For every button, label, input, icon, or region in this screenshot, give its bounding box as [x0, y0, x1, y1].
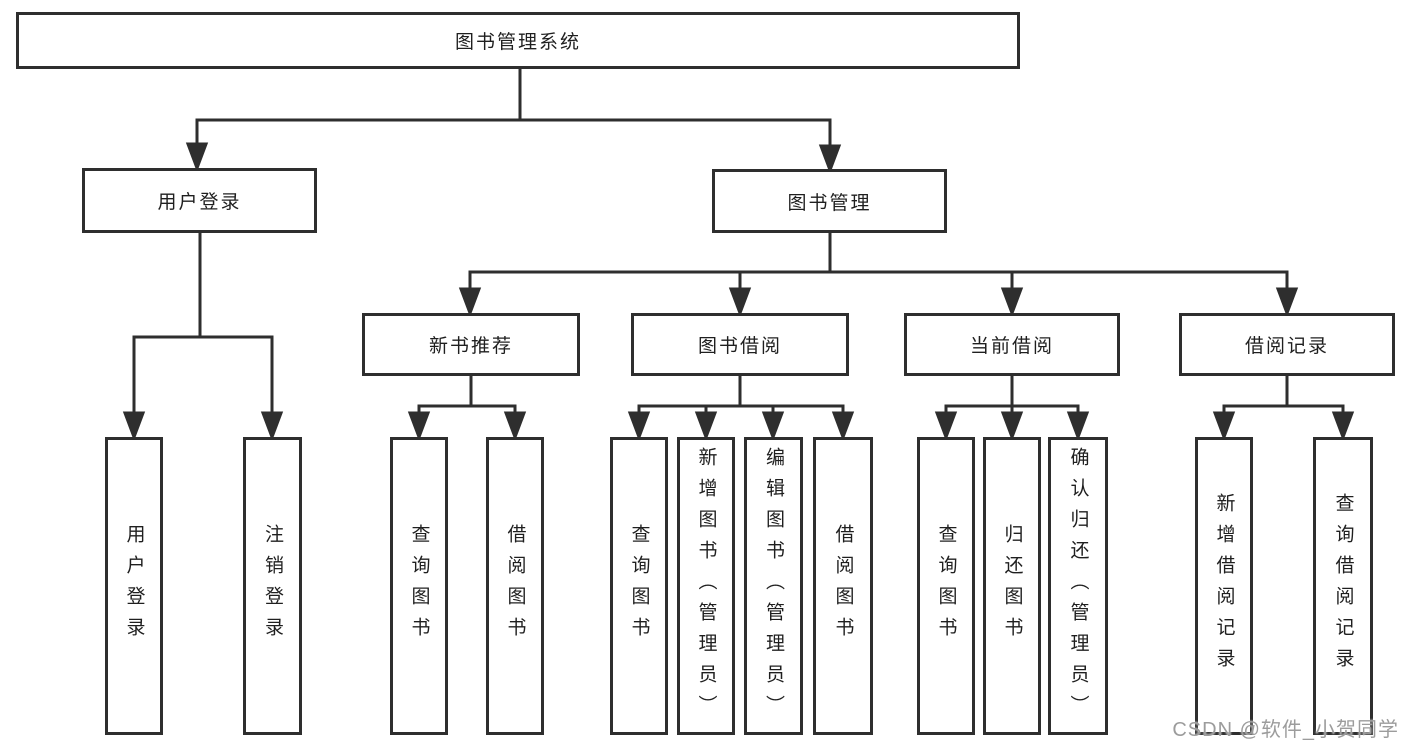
node-book-borrowing-label: 图书借阅 [697, 336, 782, 357]
leaf-bb-borrow-books: 借阅图书 [813, 437, 873, 735]
connector-book-borrowing-to-leaves [627, 376, 855, 442]
node-current-borrowing: 当前借阅 [904, 313, 1120, 376]
connector-new-book-recommend-to-leaves [407, 376, 527, 442]
node-current-borrowing-label: 当前借阅 [969, 336, 1054, 357]
leaf-nbr-query-books: 查询图书 [390, 437, 448, 735]
leaf-br-query-record: 查询借阅记录 [1313, 437, 1373, 735]
leaf-cb-query-books-label: 查询图书 [935, 524, 957, 648]
node-new-book-recommend: 新书推荐 [362, 313, 580, 376]
leaf-cb-return-books-label: 归还图书 [1001, 524, 1023, 648]
leaf-bb-add-books-admin: 新增图书（管理员） [677, 437, 735, 735]
leaf-user-login-label: 用户登录 [123, 524, 145, 648]
leaf-user-login: 用户登录 [105, 437, 163, 735]
leaf-br-add-record-label: 新增借阅记录 [1213, 493, 1235, 679]
connector-user-login-to-leaves [122, 233, 284, 442]
node-book-management-label: 图书管理 [787, 192, 872, 214]
node-new-book-recommend-label: 新书推荐 [428, 336, 513, 357]
connector-root-to-level1 [185, 68, 842, 175]
leaf-bb-query-books-label: 查询图书 [628, 524, 650, 648]
leaf-bb-edit-books-admin: 编辑图书（管理员） [744, 437, 803, 735]
leaf-cb-confirm-return-admin-label: 确认归还（管理员） [1067, 446, 1089, 726]
leaf-nbr-query-books-label: 查询图书 [408, 524, 430, 648]
node-book-management: 图书管理 [712, 169, 947, 233]
leaf-cb-confirm-return-admin: 确认归还（管理员） [1048, 437, 1108, 735]
leaf-logout: 注销登录 [243, 437, 302, 735]
node-root: 图书管理系统 [16, 12, 1020, 69]
csdn-watermark: CSDN @软件_小贺同学 [1172, 719, 1399, 741]
node-borrowing-records: 借阅记录 [1179, 313, 1395, 376]
leaf-nbr-borrow-books: 借阅图书 [486, 437, 544, 735]
node-root-label: 图书管理系统 [454, 32, 581, 53]
leaf-cb-return-books: 归还图书 [983, 437, 1041, 735]
leaf-bb-edit-books-admin-label: 编辑图书（管理员） [763, 446, 784, 726]
connector-borrowing-records-to-leaves [1212, 376, 1355, 442]
leaf-cb-query-books: 查询图书 [917, 437, 975, 735]
leaf-nbr-borrow-books-label: 借阅图书 [504, 524, 526, 648]
leaf-logout-label: 注销登录 [262, 524, 283, 648]
leaf-bb-borrow-books-label: 借阅图书 [832, 524, 854, 648]
leaf-bb-add-books-admin-label: 新增图书（管理员） [695, 446, 717, 726]
leaf-bb-query-books: 查询图书 [610, 437, 668, 735]
node-user-login: 用户登录 [82, 168, 317, 233]
node-user-login-label: 用户登录 [157, 192, 242, 213]
node-book-borrowing: 图书借阅 [631, 313, 849, 376]
connector-current-borrowing-to-leaves [934, 376, 1090, 442]
leaf-br-query-record-label: 查询借阅记录 [1332, 493, 1354, 679]
leaf-br-add-record: 新增借阅记录 [1195, 437, 1253, 735]
connector-book-management-to-level2 [458, 233, 1299, 318]
node-borrowing-records-label: 借阅记录 [1244, 336, 1329, 357]
